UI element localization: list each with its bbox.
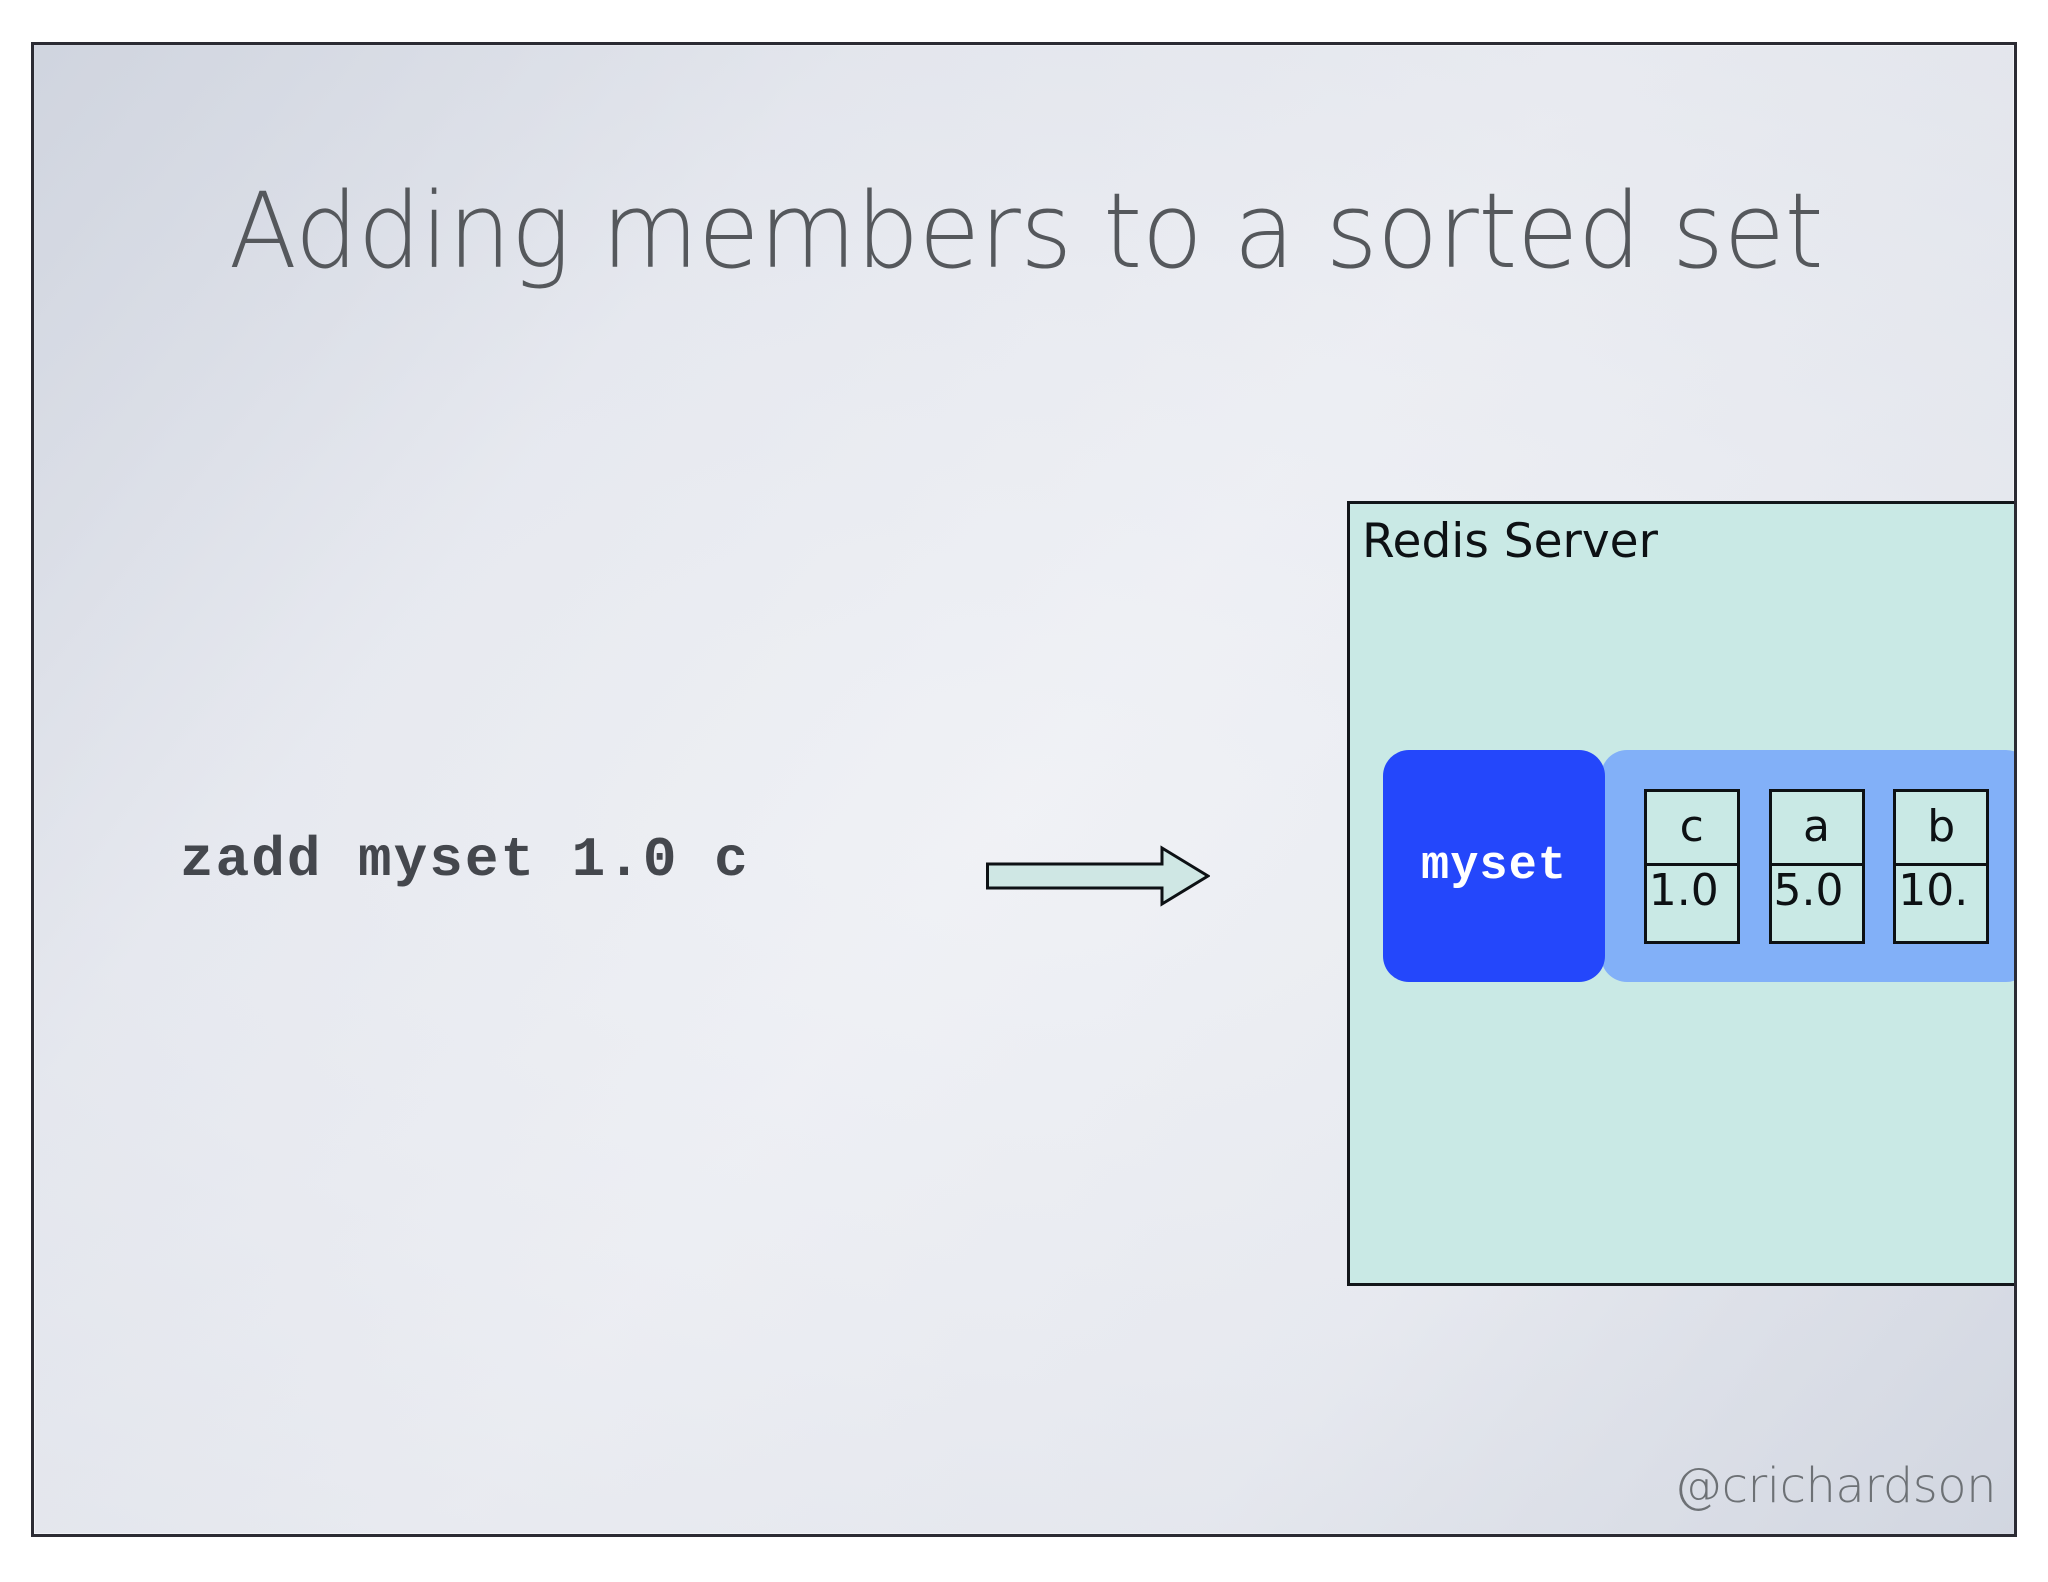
redis-server-label: Redis Server [1362, 514, 1658, 569]
arrow-right-icon [986, 845, 1210, 907]
sorted-set-entry: b 10. [1893, 788, 1990, 944]
redis-server-panel: Redis Server myset c 1.0 a 5.0 b [1347, 501, 2014, 1286]
sorted-set-values-container: c 1.0 a 5.0 b 10. [1601, 750, 2014, 982]
entry-score-label: 1.0 [1648, 866, 1719, 916]
entry-member-label: a [1771, 792, 1862, 866]
entry-member-label: c [1646, 792, 1737, 866]
sorted-set-diagram: myset c 1.0 a 5.0 b 10. [1383, 750, 2014, 982]
sorted-set-entry: c 1.0 [1643, 788, 1740, 944]
entry-score-label: 5.0 [1773, 866, 1844, 916]
entry-member-label: b [1896, 792, 1987, 866]
redis-command-text: zadd myset 1.0 c [180, 828, 750, 892]
entry-score-label: 10. [1898, 866, 1969, 916]
sorted-set-entry: a 5.0 [1768, 788, 1865, 944]
sorted-set-key-box: myset [1383, 750, 1605, 982]
sorted-set-key-label: myset [1420, 839, 1568, 893]
slide-canvas: Adding members to a sorted set zadd myse… [31, 42, 2017, 1537]
author-watermark: @crichardson [1674, 1458, 1996, 1514]
page-title: Adding members to a sorted set [228, 170, 1824, 292]
